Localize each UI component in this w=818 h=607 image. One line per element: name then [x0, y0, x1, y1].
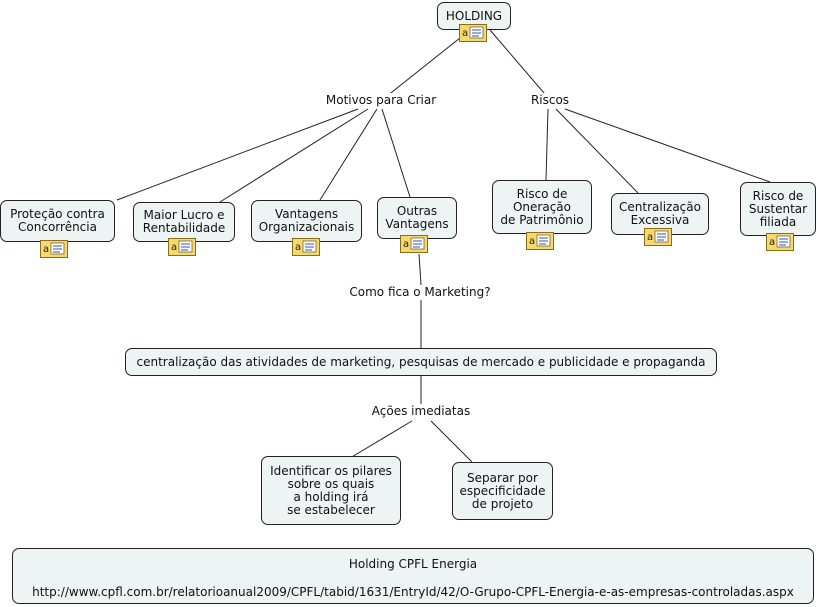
note-icon[interactable]: a	[459, 24, 487, 42]
note-icon[interactable]: a	[400, 235, 428, 253]
source-url-link[interactable]: http://www.cpfl.com.br/relatorioanual200…	[32, 585, 794, 599]
node-label: Maior Lucro e Rentabilidade	[142, 208, 226, 235]
svg-text:a: a	[403, 239, 409, 250]
note-icon[interactable]: a	[766, 233, 794, 251]
node-label: Risco de Sustentar filiada	[748, 188, 808, 229]
svg-text:a: a	[529, 236, 535, 247]
label-como-fica-marketing: Como fica o Marketing?	[346, 285, 494, 300]
node-label: Proteção contra Concorrência	[10, 207, 105, 234]
note-icon[interactable]: a	[40, 240, 68, 258]
svg-text:a: a	[43, 244, 49, 255]
node-label: centralização das atividades de marketin…	[136, 354, 706, 369]
node-label: Separar por especificidade de projeto	[459, 470, 546, 511]
source-box: Holding CPFL Energia http://www.cpfl.com…	[12, 548, 814, 604]
branch-label-motivos: Motivos para Criar	[322, 93, 440, 108]
node-label: Vantagens Organizacionais	[258, 207, 355, 234]
node-risco-oneracao[interactable]: Risco de Oneração de Patrimônio	[492, 180, 592, 234]
root-node-holding[interactable]: HOLDING	[437, 2, 511, 30]
node-label: Outras Vantagens	[385, 204, 449, 231]
node-maior-lucro[interactable]: Maior Lucro e Rentabilidade	[133, 202, 235, 242]
svg-text:a: a	[171, 242, 177, 253]
svg-text:a: a	[769, 237, 775, 248]
node-identificar-pilares[interactable]: Identificar os pilares sobre os quais a …	[261, 456, 401, 525]
node-protecao-concorrencia[interactable]: Proteção contra Concorrência	[0, 200, 115, 242]
label-acoes-imediatas: Ações imediatas	[368, 404, 474, 419]
svg-text:a: a	[462, 28, 468, 39]
node-label: Risco de Oneração de Patrimônio	[500, 186, 584, 227]
node-risco-sustentar-filiada[interactable]: Risco de Sustentar filiada	[740, 182, 816, 236]
node-vantagens-organizacionais[interactable]: Vantagens Organizacionais	[251, 200, 362, 242]
node-label: Centralização Excessiva	[619, 200, 701, 227]
note-icon[interactable]: a	[292, 238, 320, 256]
note-icon[interactable]: a	[644, 228, 672, 246]
node-separar-especificidade[interactable]: Separar por especificidade de projeto	[452, 462, 553, 520]
branch-label-riscos: Riscos	[527, 93, 573, 108]
note-icon[interactable]: a	[526, 232, 554, 250]
root-label: HOLDING	[445, 8, 503, 23]
svg-text:a: a	[647, 232, 653, 243]
svg-text:a: a	[295, 242, 301, 253]
node-centralizacao-atividades[interactable]: centralização das atividades de marketin…	[125, 348, 717, 376]
node-outras-vantagens[interactable]: Outras Vantagens	[377, 197, 457, 239]
source-title: Holding CPFL Energia	[348, 557, 478, 571]
note-icon[interactable]: a	[168, 238, 196, 256]
node-label: Identificar os pilares sobre os quais a …	[270, 463, 392, 517]
